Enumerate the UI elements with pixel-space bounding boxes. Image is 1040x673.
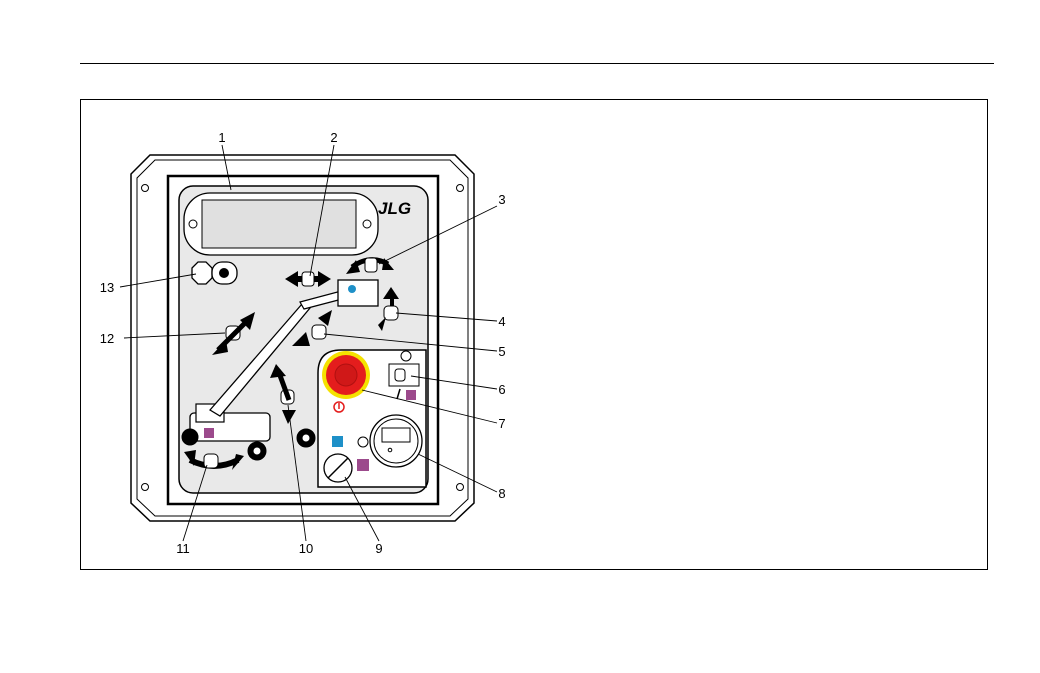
indicator-icon <box>192 262 237 284</box>
callout-10: 10 <box>299 541 313 556</box>
callout-6: 6 <box>498 382 505 397</box>
callout-12: 12 <box>100 331 114 346</box>
hour-meter <box>370 415 422 467</box>
callout-4: 4 <box>498 314 505 329</box>
callout-3: 3 <box>498 192 505 207</box>
callout-7: 7 <box>498 416 505 431</box>
callout-5: 5 <box>498 344 505 359</box>
jlg-logo: JLG <box>378 199 411 218</box>
callout-13: 13 <box>100 280 114 295</box>
callout-2: 2 <box>330 130 337 145</box>
callout-8: 8 <box>498 486 505 501</box>
callout-1: 1 <box>218 130 225 145</box>
callout-11: 11 <box>176 541 190 556</box>
display-window <box>184 193 378 255</box>
callout-9: 9 <box>375 541 382 556</box>
